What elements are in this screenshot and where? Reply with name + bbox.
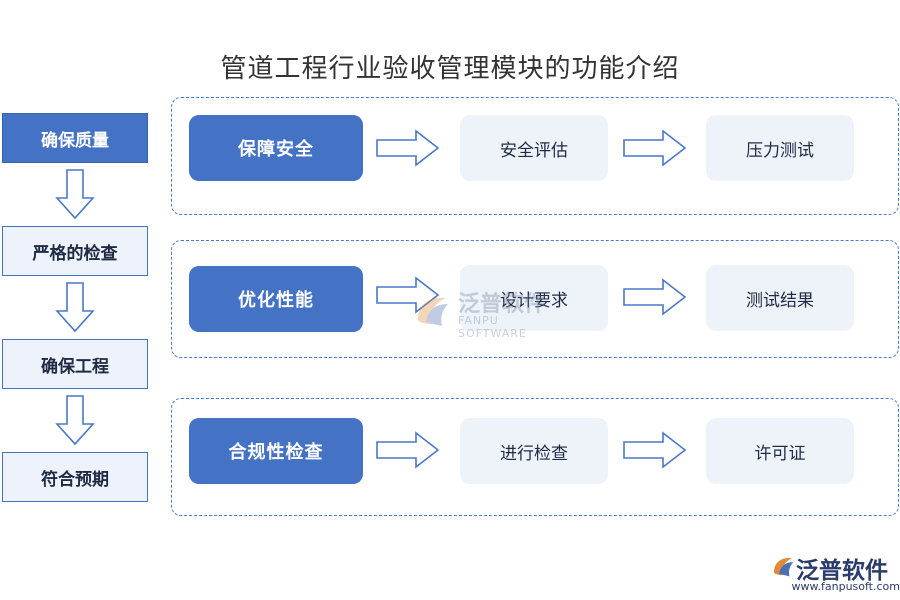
down-arrow-icon xyxy=(55,169,95,220)
down-arrow-icon xyxy=(55,282,95,333)
group-safety xyxy=(171,97,899,215)
step-ensure-quality: 确保质量 xyxy=(2,113,148,163)
group-compliance-sub2: 许可证 xyxy=(706,418,854,484)
right-arrow-icon xyxy=(376,276,440,314)
right-arrow-icon xyxy=(623,431,687,469)
fanpu-logo-icon xyxy=(418,297,448,326)
group-performance-sub1: 设计要求 xyxy=(460,265,608,331)
group-compliance-main: 合规性检查 xyxy=(189,418,363,484)
fanpu-logo-icon xyxy=(773,558,794,577)
group-performance-main: 优化性能 xyxy=(189,266,363,332)
group-compliance xyxy=(171,398,899,516)
step-strict-inspection: 严格的检查 xyxy=(2,226,148,276)
group-compliance-sub1: 进行检查 xyxy=(460,418,608,484)
group-safety-sub2: 压力测试 xyxy=(706,115,854,181)
brand-url: www.fanpusoft.com xyxy=(791,580,900,593)
watermark-name: 泛普软件 xyxy=(458,292,547,317)
watermark-sub: FANPU SOFTWARE xyxy=(458,314,527,340)
step-ensure-project: 确保工程 xyxy=(2,339,148,389)
right-arrow-icon xyxy=(376,431,440,469)
down-arrow-icon xyxy=(55,395,95,446)
step-meet-expectations: 符合预期 xyxy=(2,452,148,502)
page-title: 管道工程行业验收管理模块的功能介绍 xyxy=(220,54,680,84)
group-safety-main: 保障安全 xyxy=(189,115,363,181)
right-arrow-icon xyxy=(623,278,687,316)
brand-logo: 泛普软件 www.fanpusoft.com xyxy=(770,551,900,597)
group-safety-sub1: 安全评估 xyxy=(460,115,608,181)
right-arrow-icon xyxy=(376,129,440,167)
watermark: 泛普软件 FANPU SOFTWARE xyxy=(412,286,572,340)
group-performance xyxy=(171,240,899,358)
group-performance-sub2: 测试结果 xyxy=(706,265,854,331)
brand-name: 泛普软件 xyxy=(796,558,888,584)
right-arrow-icon xyxy=(623,129,687,167)
